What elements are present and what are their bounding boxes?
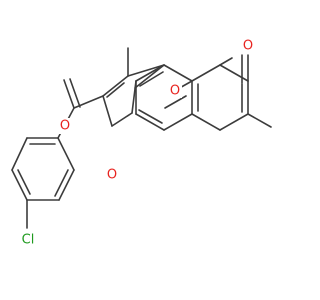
- atom-labels: O O O O Cl: [18, 38, 255, 248]
- lactone-carbonyl-oxygen-label: O: [243, 39, 253, 54]
- chlorophenyl-ring: [11, 137, 75, 201]
- structure-drawing: O O O O Cl: [11, 38, 272, 248]
- pyranone-ring: [191, 64, 249, 131]
- chlorine-label: Cl: [22, 233, 35, 248]
- lactone-ring-oxygen-label: O: [170, 84, 180, 99]
- furan-ring: [102, 64, 165, 127]
- molecule-structure: O O O O Cl: [11, 38, 272, 248]
- furan-oxygen-label: O: [107, 168, 117, 183]
- methyl-bond-pyranone: [247, 113, 272, 128]
- benzo-ring: [135, 64, 193, 131]
- ketone-oxygen-label: O: [60, 119, 70, 134]
- lactone-oxygens: [164, 54, 249, 109]
